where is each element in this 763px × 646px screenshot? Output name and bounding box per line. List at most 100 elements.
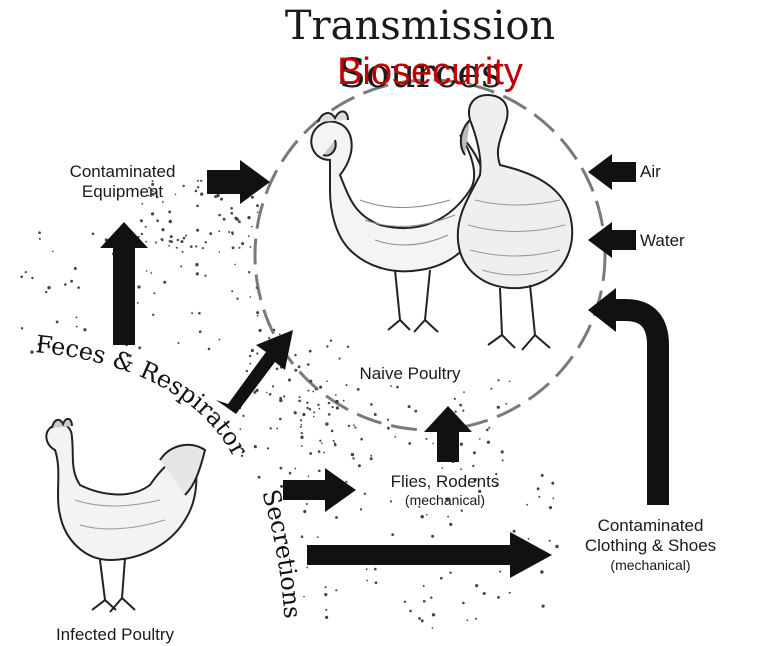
particle-dot [497,379,499,381]
particle-dot [333,440,335,442]
particle-dot [74,267,77,270]
particle-dot [549,506,552,509]
particle-dot [154,292,156,294]
contaminated-clothing-label: Contaminated Clothing & Shoes (mechanica… [558,516,743,574]
particle-dot [141,233,143,235]
particle-dot [64,283,67,286]
turkey-illustration [458,95,572,350]
particle-dot [280,467,283,470]
page-subtitle: Biosecurity [290,50,570,96]
particle-dot [335,394,337,396]
particle-dot [294,411,297,414]
water-label: Water [640,231,710,251]
particle-dot [346,384,348,386]
particle-dot [325,616,328,619]
infected-chicken-illustration [46,419,205,612]
particle-dot [250,246,252,248]
particle-dot [70,280,73,283]
particle-dot [472,465,474,467]
particle-dot [196,205,199,208]
particle-dot [505,403,507,405]
particle-dot [30,350,33,353]
particle-dot [430,597,432,599]
particle-dot [509,592,511,594]
particle-dot [181,240,184,243]
particle-dot [302,413,305,416]
clothing-line-2: Clothing & Shoes [558,536,743,556]
particle-dot [270,427,272,429]
particle-dot [190,245,193,248]
particle-dot [442,467,444,469]
particle-dot [432,613,435,616]
particle-dot [312,391,314,393]
particle-dot [353,424,355,426]
arrow-air [588,154,636,190]
particle-dot [309,408,312,411]
particle-dot [199,330,202,333]
particle-dot [251,196,254,199]
arrow-clothing-to-poultry [612,310,658,505]
particle-dot [161,228,164,231]
particle-dot [83,328,86,331]
particle-dot [163,281,166,284]
particle-dot [426,514,428,516]
particle-dot [234,217,237,220]
particle-dot [426,438,428,440]
particle-dot [325,422,328,425]
particle-dot [298,365,301,368]
particle-dot [490,388,492,390]
particle-dot [39,238,41,240]
particle-dot [279,334,281,336]
particle-dot [169,220,172,223]
particle-dot [459,404,462,407]
particle-dot [370,457,373,460]
particle-dot [272,385,274,387]
particle-dot [542,605,545,608]
particle-dot [455,411,457,413]
particle-dot [242,415,244,417]
particle-dot [418,617,421,620]
particle-dot [177,239,179,241]
particle-dot [248,235,250,237]
particle-dot [461,510,463,512]
particle-dot [335,516,338,519]
particle-dot [257,315,259,317]
flies-rodents-label: Flies, Rodents (mechanical) [360,472,530,509]
particle-dot [276,428,278,430]
particle-dot [309,452,312,455]
particle-dot [150,272,152,274]
particle-dot [440,577,443,580]
particle-dot [300,436,303,439]
particle-dot [294,369,297,372]
particle-dot [375,581,378,584]
particle-dot [347,346,349,348]
particle-dot [488,427,490,429]
particle-dot [220,198,223,201]
particle-dot [540,570,543,573]
particle-dot [137,285,140,288]
particle-dot [301,424,303,426]
particle-dot [236,298,238,300]
particle-dot [300,419,302,421]
particle-dot [234,264,236,266]
particle-dot [219,339,221,341]
particle-dot [538,496,540,498]
particle-dot [421,619,424,622]
particle-dot [421,515,424,518]
particle-dot [256,311,259,314]
particle-dot [460,468,462,470]
particle-dot [273,329,275,331]
particle-dot [170,240,173,243]
particle-dot [232,246,235,249]
particle-dot [551,482,554,485]
particle-dot [334,444,337,447]
particle-dot [328,402,331,405]
particle-dot [348,425,350,427]
particle-dot [466,619,468,621]
particle-dot [216,194,219,197]
particle-dot [219,251,221,253]
particle-dot [141,203,143,205]
particle-dot [183,237,186,240]
particle-dot [256,352,258,354]
particle-dot [462,602,465,605]
